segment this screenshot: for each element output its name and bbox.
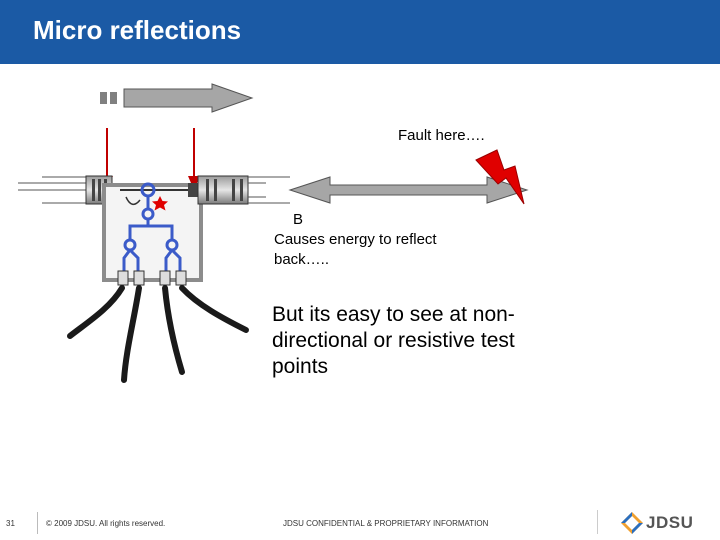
slide-title: Micro reflections <box>33 15 242 45</box>
fault-label: Fault here…. <box>398 127 485 144</box>
title-bar: Micro reflections <box>0 0 720 64</box>
footer-divider <box>37 512 38 534</box>
reflection-point-marker <box>152 196 168 211</box>
reflection-caption: Causes energy to reflect back….. <box>274 231 437 268</box>
arrow-tail-block-2 <box>110 92 117 104</box>
footer-divider-right <box>597 510 598 534</box>
confidential-text: JDSU CONFIDENTIAL & PROPRIETARY INFORMAT… <box>283 519 489 528</box>
forward-arrow-shape <box>123 83 254 113</box>
output-cable <box>248 176 290 204</box>
point-b-label: B <box>293 211 304 228</box>
ports <box>117 270 187 286</box>
fault-lightning-icon <box>475 149 525 205</box>
reflection-arrow <box>288 176 529 204</box>
logo-mark-icon <box>621 512 643 534</box>
probe-arrows <box>101 128 200 190</box>
arrow-tail-block-1 <box>100 92 107 104</box>
page-number: 31 <box>6 519 15 528</box>
copyright-text: © 2009 JDSU. All rights reserved. <box>46 519 166 528</box>
right-connector <box>188 175 249 205</box>
coupler-wiring <box>122 182 182 272</box>
company-logo: JDSU <box>620 510 716 536</box>
main-statement: But its easy to see at non-directional o… <box>272 303 515 378</box>
slide-footer: 31 © 2009 JDSU. All rights reserved. JDS… <box>0 506 720 540</box>
drop-cables <box>67 285 249 383</box>
forward-arrow <box>100 83 254 113</box>
logo-text: JDSU <box>646 513 694 532</box>
tap-housing <box>102 183 203 282</box>
